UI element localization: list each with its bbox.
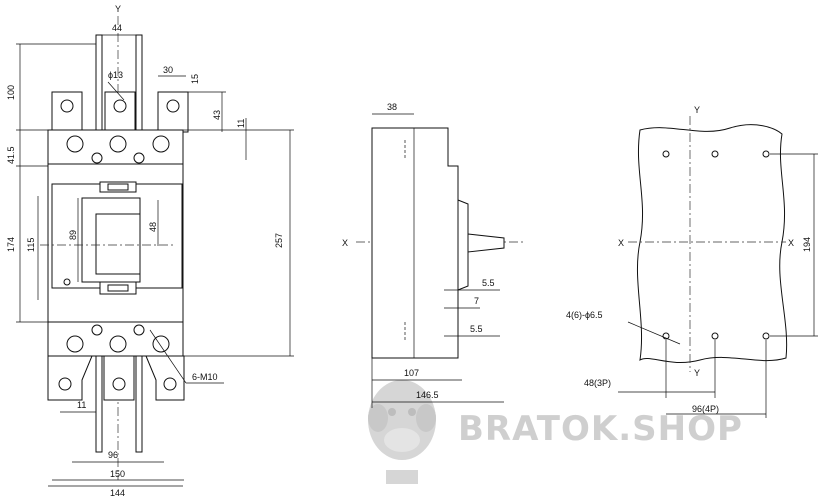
- dim-hole-dia: ϕ13: [108, 70, 123, 80]
- dim-terminal-spacing: 30: [163, 65, 173, 75]
- mounting-panel: [636, 124, 788, 364]
- terminal-hole: [163, 377, 177, 391]
- dim-bottom-11: 11: [77, 400, 86, 410]
- dim-depth-146-5: 146.5: [416, 390, 439, 400]
- bottom-terminal-left: [47, 355, 93, 401]
- front-axis-y-label: Y: [115, 4, 121, 14]
- dim-mount-holes: 4(6)-ϕ6.5: [566, 310, 603, 320]
- terminal-screw: [109, 135, 127, 153]
- terminal-hole: [113, 99, 127, 113]
- terminal-screw: [133, 324, 145, 336]
- dim-lug-thickness: 11: [236, 119, 246, 128]
- terminal-screw: [152, 135, 170, 153]
- mount-hole: [711, 332, 719, 340]
- dim-window-height: 115: [26, 238, 36, 252]
- mount-axis-x-left: X: [618, 238, 624, 248]
- handle-base: [457, 199, 469, 291]
- dim-terminal-height: 43: [212, 110, 222, 120]
- terminal-screw: [91, 152, 103, 164]
- dim-pitch-96: 96: [108, 450, 118, 460]
- dim-height-194: 194: [802, 237, 812, 252]
- bottom-terminal-bar-right: [135, 355, 143, 453]
- front-view: Y 44 ϕ13 30 15 43 11: [6, 4, 294, 498]
- mount-view: Y Y X X 4(6)-ϕ6.5 194 48(3P) 96(4P): [566, 105, 818, 418]
- side-body: [371, 127, 459, 359]
- dim-5-5-b: 5.5: [470, 324, 483, 334]
- mount-axis-x-right: X: [788, 238, 794, 248]
- mount-axis-y-bottom: Y: [694, 368, 700, 378]
- terminal-screw: [91, 324, 103, 336]
- top-terminal-bar-right: [135, 34, 143, 132]
- dim-width-144: 144: [110, 488, 125, 498]
- side-view: X 38 5.5 7 5.5 107 146.5: [342, 102, 526, 408]
- mount-hole: [762, 150, 770, 158]
- mount-holes: [662, 150, 770, 340]
- gorilla-logo-icon: [368, 380, 436, 484]
- top-terminal-bar-left: [95, 34, 103, 132]
- dim-depth-38: 38: [387, 102, 397, 112]
- side-handle: [467, 233, 505, 253]
- terminal-screw: [66, 335, 84, 353]
- dim-pitch-4p: 96(4P): [692, 404, 719, 414]
- side-axis-x-label: X: [342, 238, 348, 248]
- terminal-screw: [109, 335, 127, 353]
- dim-handle-48: 48: [148, 222, 158, 232]
- dim-5-5-a: 5.5: [482, 278, 495, 288]
- dim-top-width: 44: [112, 23, 122, 33]
- dim-overall-height: 257: [274, 233, 284, 248]
- dim-handle-89: 89: [68, 230, 78, 240]
- mount-hole: [662, 150, 670, 158]
- dim-terminal-offset: 15: [190, 74, 200, 84]
- dim-width-150: 150: [110, 469, 125, 479]
- dim-top-step: 41.5: [6, 146, 16, 164]
- terminal-hole: [112, 377, 126, 391]
- dim-pitch-3p: 48(3P): [584, 378, 611, 388]
- mount-hole: [63, 278, 71, 286]
- terminal-hole: [58, 377, 72, 391]
- mount-hole: [711, 150, 719, 158]
- dim-body-height: 174: [6, 237, 16, 252]
- watermark-text: BRATOK.SHOP: [458, 409, 743, 449]
- dim-overall-top: 100: [6, 85, 16, 100]
- dim-depth-107: 107: [404, 368, 419, 378]
- bottom-terminal-right: [145, 355, 185, 401]
- terminal-screw: [133, 152, 145, 164]
- bottom-terminal-bar-left: [95, 355, 103, 453]
- watermark: BRATOK.SHOP: [368, 380, 743, 484]
- dim-screws: 6-M10: [192, 372, 218, 382]
- terminal-screw: [66, 135, 84, 153]
- mount-axis-y-top: Y: [694, 105, 700, 115]
- mount-hole: [762, 332, 770, 340]
- handle: [95, 213, 141, 275]
- dim-7: 7: [474, 296, 479, 306]
- terminal-hole: [166, 99, 180, 113]
- terminal-hole: [60, 99, 74, 113]
